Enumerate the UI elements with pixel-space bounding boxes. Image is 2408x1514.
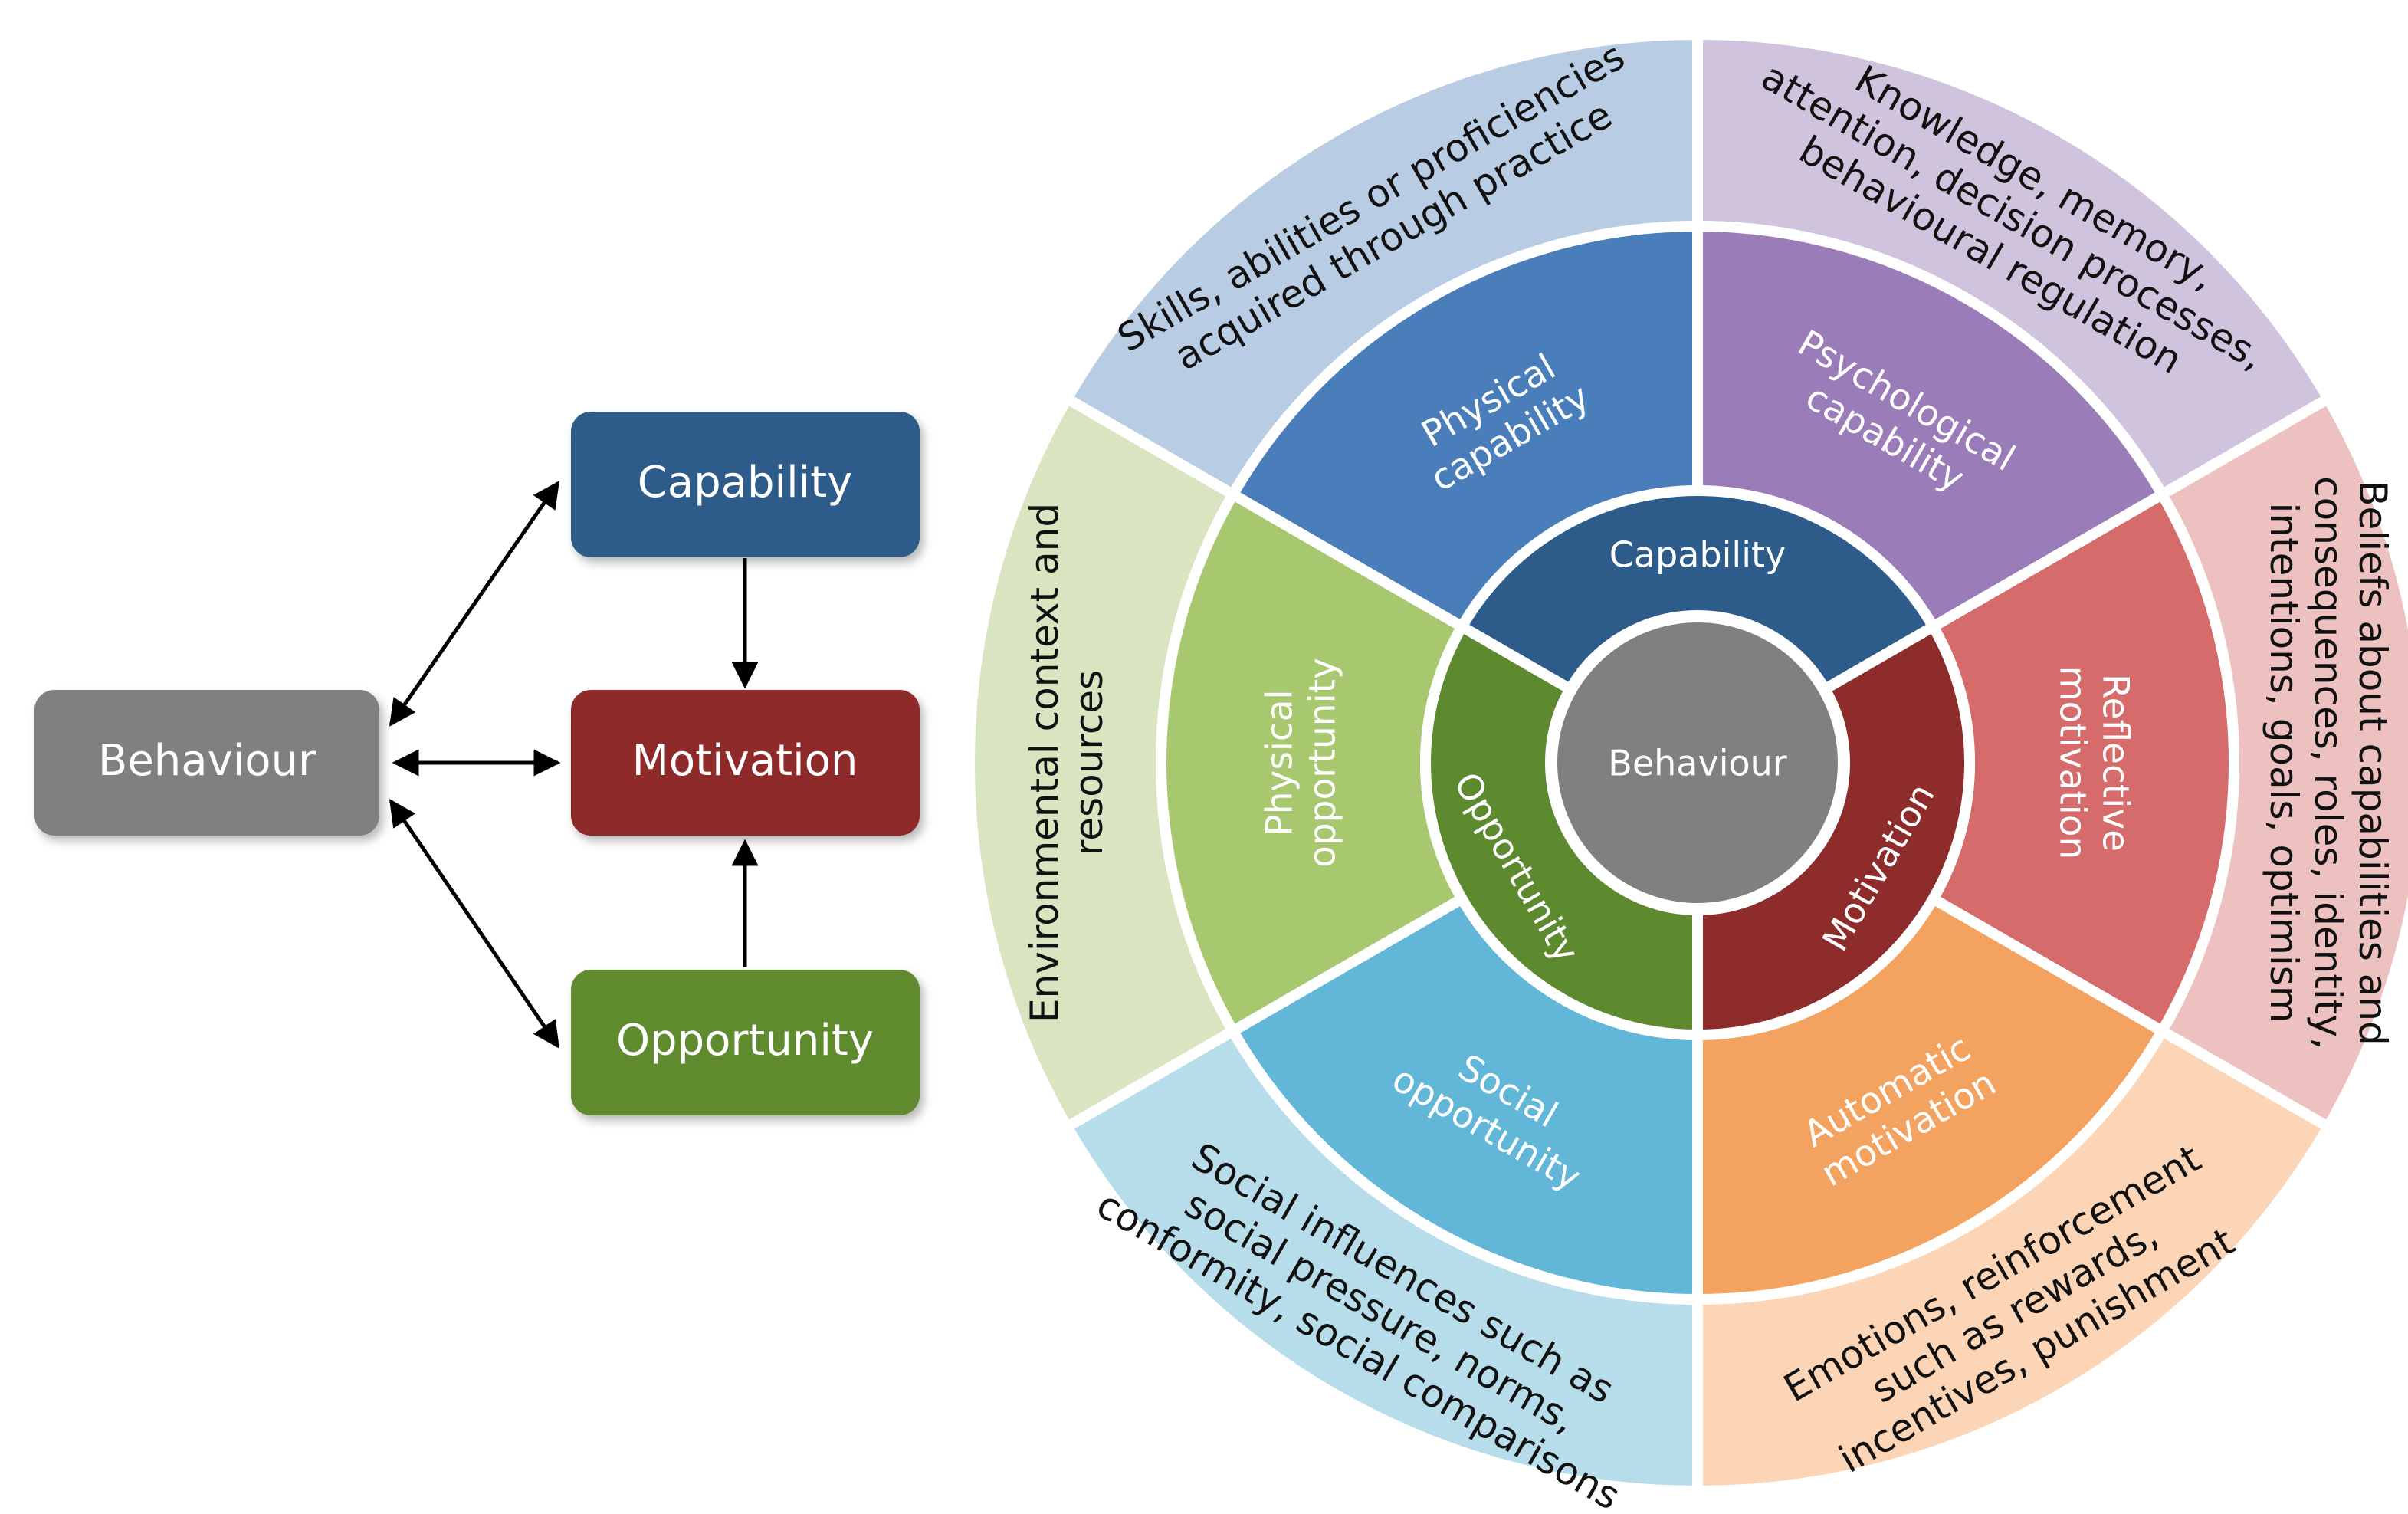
capability-box (571, 412, 920, 557)
arrow-behaviour-capability (389, 481, 560, 727)
com-b-model: Behaviour Capability Motivation Opportun… (34, 412, 920, 1115)
wheel-center-label: Behaviour (1608, 743, 1787, 784)
motivation-box-label: Motivation (632, 736, 858, 786)
com-b-wheel: BehaviourCapabilityMotivationOpportunity… (964, 29, 2408, 1514)
reflective-motivation-label: Reflectivemotivation (2052, 666, 2137, 860)
behaviour-box-label: Behaviour (98, 736, 317, 786)
capability-box-label: Capability (638, 458, 853, 507)
physical-opportunity-label: Physicalopportunity (1258, 658, 1343, 868)
reflective-motivation-description: Beliefs about capabilities andconsequenc… (2262, 476, 2395, 1049)
behaviour-box (34, 690, 379, 836)
physical-opportunity-description: Environmental context andresources (1022, 503, 1111, 1023)
arrow-behaviour-opportunity (389, 799, 560, 1049)
opportunity-box-label: Opportunity (616, 1016, 874, 1066)
wheel-capability-label: Capability (1609, 534, 1786, 576)
opportunity-box (571, 970, 920, 1115)
motivation-box (571, 690, 920, 836)
behaviour-core (1550, 615, 1845, 911)
